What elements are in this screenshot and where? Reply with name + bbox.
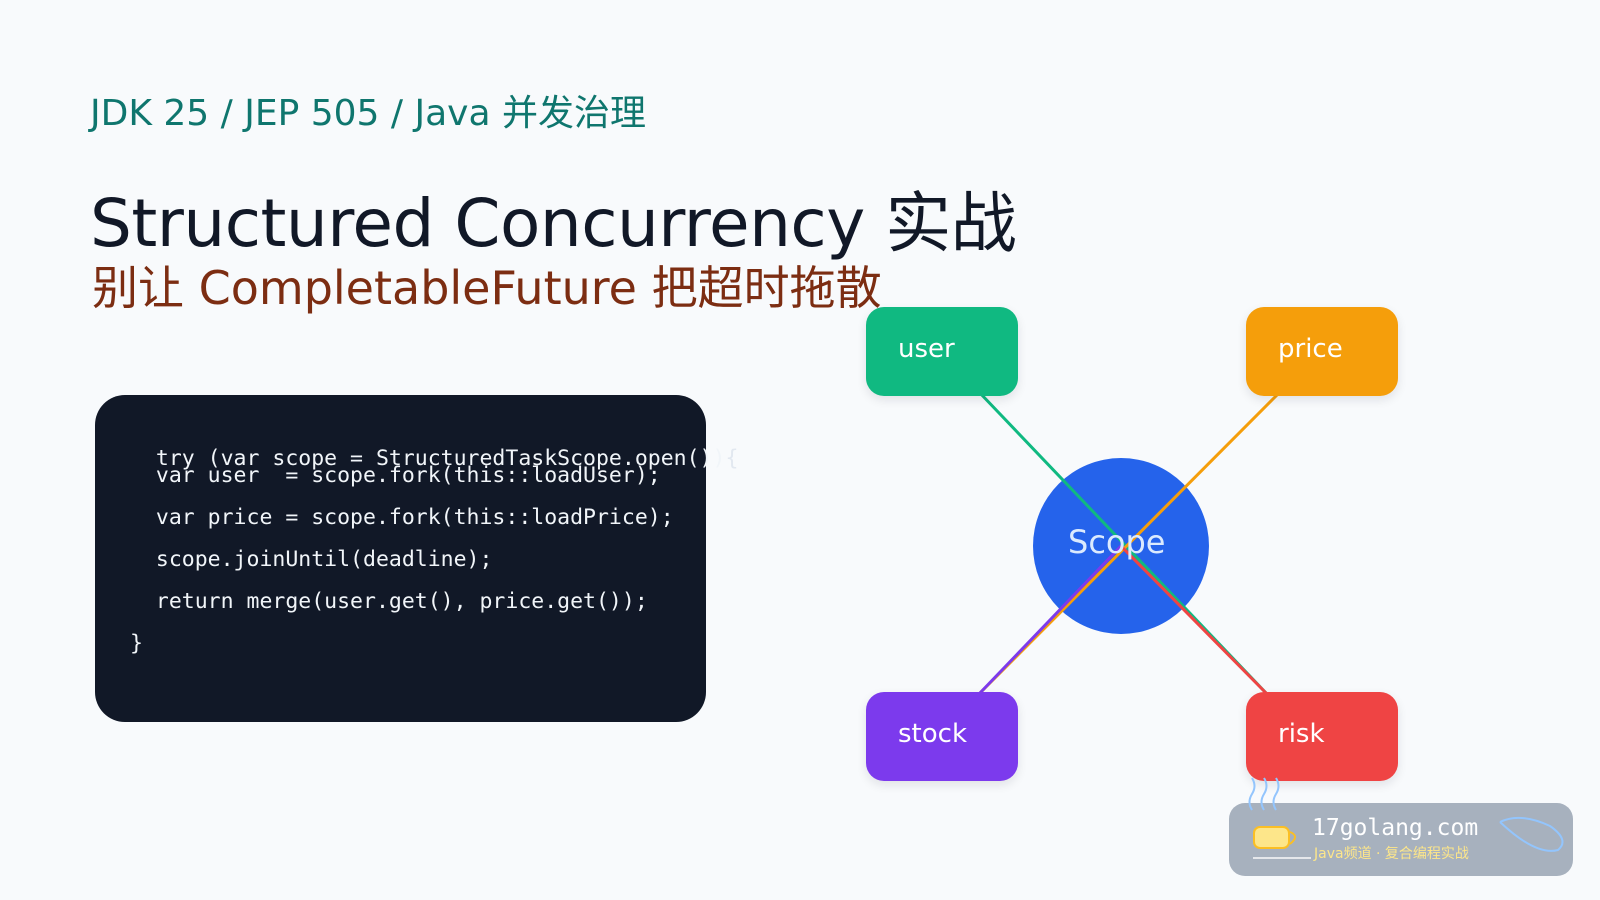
watermark-site: 17golang.com bbox=[1312, 815, 1479, 841]
code-line-1-text: try (var scope = StructuredTaskScope.ope… bbox=[155, 446, 726, 471]
node-stock-label: stock bbox=[898, 719, 967, 749]
node-risk: risk bbox=[1246, 692, 1398, 781]
code-line-5: return merge(user.get(), price.get()); bbox=[130, 589, 648, 614]
coffee-cup-icon bbox=[1248, 777, 1311, 859]
code-card bbox=[95, 395, 706, 722]
code-line-4: scope.joinUntil(deadline); bbox=[130, 547, 493, 572]
page-subtitle: 别让 CompletableFuture 把超时拖散 bbox=[92, 261, 882, 315]
watermark-tagline: Java频道 · 复合编程实战 bbox=[1314, 846, 1469, 862]
node-risk-label: risk bbox=[1278, 719, 1325, 749]
swoosh-decoration bbox=[1499, 816, 1564, 852]
node-price-label: price bbox=[1278, 334, 1343, 364]
node-user: user bbox=[866, 307, 1018, 396]
eyebrow: JDK 25 / JEP 505 / Java 并发治理 bbox=[90, 93, 646, 134]
code-line-6: } bbox=[130, 631, 143, 656]
code-line-3: var price = scope.fork(this::loadPrice); bbox=[130, 505, 674, 530]
node-user-label: user bbox=[898, 334, 955, 364]
node-price: price bbox=[1246, 307, 1398, 396]
link-risk bbox=[1119, 544, 1269, 696]
link-stock bbox=[977, 544, 1123, 696]
node-stock: stock bbox=[866, 692, 1018, 781]
code-line-1: try (var scope = StructuredTaskScope.ope… bbox=[130, 421, 739, 471]
code-line-2: var user = scope.fork(this::loadUser); bbox=[130, 463, 661, 488]
scope-label: Scope bbox=[1068, 523, 1166, 561]
code-overflow-brace: { bbox=[725, 446, 739, 471]
page-title: Structured Concurrency 实战 bbox=[90, 185, 1017, 262]
